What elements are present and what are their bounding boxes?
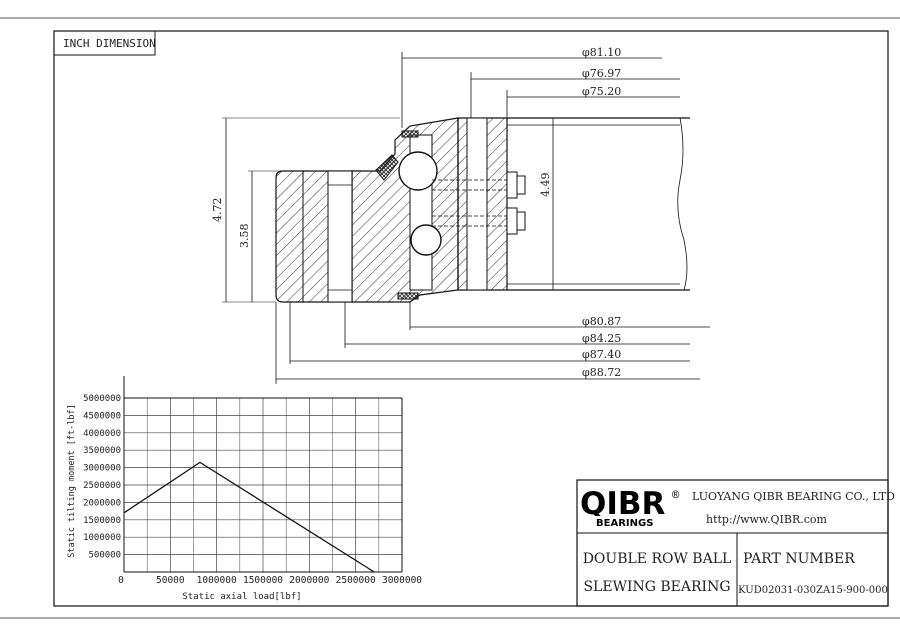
chart-y-tick-label: 2500000 xyxy=(83,481,121,491)
inner-ring-section xyxy=(351,117,459,303)
upper-ball xyxy=(398,151,438,191)
dim-top-3: φ75.20 xyxy=(582,85,621,98)
chart-axes xyxy=(123,376,403,573)
product-name-line2: SLEWING BEARING xyxy=(583,579,730,595)
break-line xyxy=(677,117,688,291)
chart-y-tick-label: 2000000 xyxy=(83,498,121,508)
dim-height-inner: 4.49 xyxy=(539,173,552,198)
chart-series xyxy=(123,461,375,573)
chart-x-axis-label: Static axial load[lbf] xyxy=(182,592,301,602)
dim-top-1: φ81.10 xyxy=(582,46,621,59)
chart-x-tick-label: 1000000 xyxy=(197,575,237,586)
bottom-seal xyxy=(397,292,419,300)
chart-x-tick-labels: 0 50000 1000000 1500000 2000000 2500000 300000… xyxy=(118,575,422,586)
chart-y-tick-label: 4500000 xyxy=(83,411,121,421)
lower-bolt xyxy=(432,207,526,235)
lower-ball xyxy=(410,224,442,256)
bearing-cross-section xyxy=(222,52,710,384)
chart-y-tick-labels: 500000 1000000 1500000 2000000 2500000 300000… xyxy=(83,394,121,561)
upper-seal xyxy=(375,154,399,181)
load-capacity-chart: 5000001000000150000020000002500000300000… xyxy=(67,376,422,602)
chart-y-tick-label: 3500000 xyxy=(83,446,121,456)
part-number-value: KUD02031-030ZA15-900-000 xyxy=(738,585,888,596)
chart-x-tick-label: 2500000 xyxy=(336,575,376,586)
dim-bottom-4: φ88.72 xyxy=(582,366,621,379)
qibr-logo: QIBR ® BEARINGS xyxy=(580,486,680,529)
dim-bottom-2: φ84.25 xyxy=(582,332,621,345)
company-name: LUOYANG QIBR BEARING CO., LTD xyxy=(692,490,895,503)
dim-height-outer: 3.58 xyxy=(238,224,251,249)
chart-y-tick-label: 3000000 xyxy=(83,464,121,474)
chart-x-tick-label: 2000000 xyxy=(289,575,329,586)
logo-subtitle: BEARINGS xyxy=(596,518,653,529)
dim-bottom-3: φ87.40 xyxy=(582,348,621,361)
inch-dimension-label: INCH DIMENSION xyxy=(54,31,156,56)
drawing-frame xyxy=(53,30,889,607)
chart-y-tick-label: 500000 xyxy=(88,551,121,561)
chart-y-tick-label: 4000000 xyxy=(83,429,121,439)
chart-y-tick-label: 1500000 xyxy=(83,516,121,526)
part-number-label: PART NUMBER xyxy=(743,551,855,567)
chart-x-tick-label: 1500000 xyxy=(243,575,283,586)
top-seal xyxy=(401,130,419,138)
dim-top-2: φ76.97 xyxy=(582,67,621,80)
load-curve-line xyxy=(123,461,375,573)
chart-y-axis-label: Static tilting moment [ft-lbf] xyxy=(67,404,77,558)
inch-dimension-text: INCH DIMENSION xyxy=(63,37,156,50)
upper-bolt xyxy=(432,171,526,199)
title-block: QIBR ® BEARINGS LUOYANG QIBR BEARING CO.… xyxy=(576,479,895,607)
logo-registered-mark: ® xyxy=(672,488,680,502)
chart-y-tick-label: 5000000 xyxy=(83,394,121,404)
product-name-line1: DOUBLE ROW BALL xyxy=(583,551,732,567)
dim-height-overall: 4.72 xyxy=(211,198,224,223)
chart-x-tick-label: 50000 xyxy=(156,575,185,586)
dim-bottom-1: φ80.87 xyxy=(582,315,621,328)
company-website: http://www.QIBR.com xyxy=(706,513,828,526)
chart-x-tick-label: 3000000 xyxy=(382,575,422,586)
chart-x-tick-label: 0 xyxy=(118,575,124,586)
chart-y-tick-label: 1000000 xyxy=(83,533,121,543)
